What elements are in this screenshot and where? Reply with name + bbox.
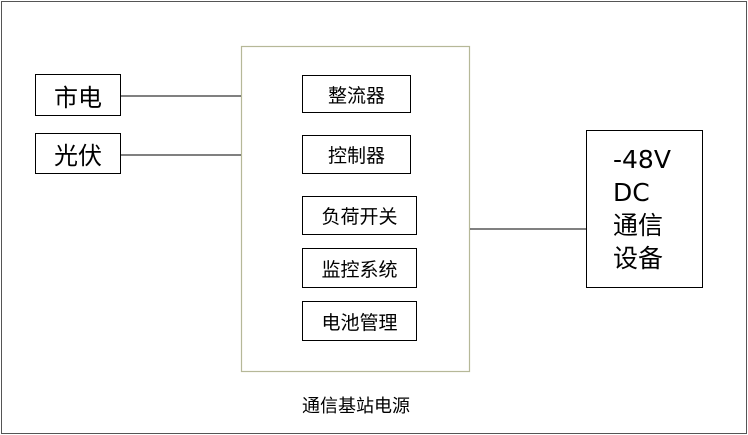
- module-battery-mgmt: 电池管理: [302, 301, 417, 341]
- source-pv-label: 光伏: [54, 142, 102, 170]
- module-load-switch-label: 负荷开关: [321, 206, 398, 228]
- module-rectifier: 整流器: [302, 75, 411, 113]
- module-controller: 控制器: [302, 135, 411, 174]
- module-load-switch: 负荷开关: [302, 196, 417, 235]
- device-line-voltage: -48V: [613, 144, 671, 174]
- device-line-comm: 通信: [613, 211, 664, 240]
- module-controller-label: 控制器: [327, 145, 385, 167]
- power-system-caption: 通信基站电源: [302, 396, 410, 417]
- device-line-equipment: 设备: [613, 244, 664, 274]
- source-pv-box: 光伏: [35, 133, 121, 174]
- module-battery-mgmt-label: 电池管理: [321, 311, 398, 334]
- device-line-dc: DC: [613, 177, 650, 207]
- module-monitoring: 监控系统: [302, 248, 417, 288]
- module-rectifier-label: 整流器: [327, 84, 385, 107]
- power-system-container: [240, 45, 471, 373]
- source-grid-box: 市电: [35, 74, 121, 116]
- source-grid-label: 市电: [54, 83, 102, 112]
- device-box: -48V DC 通信 设备: [586, 130, 703, 288]
- module-monitoring-label: 监控系统: [321, 258, 398, 281]
